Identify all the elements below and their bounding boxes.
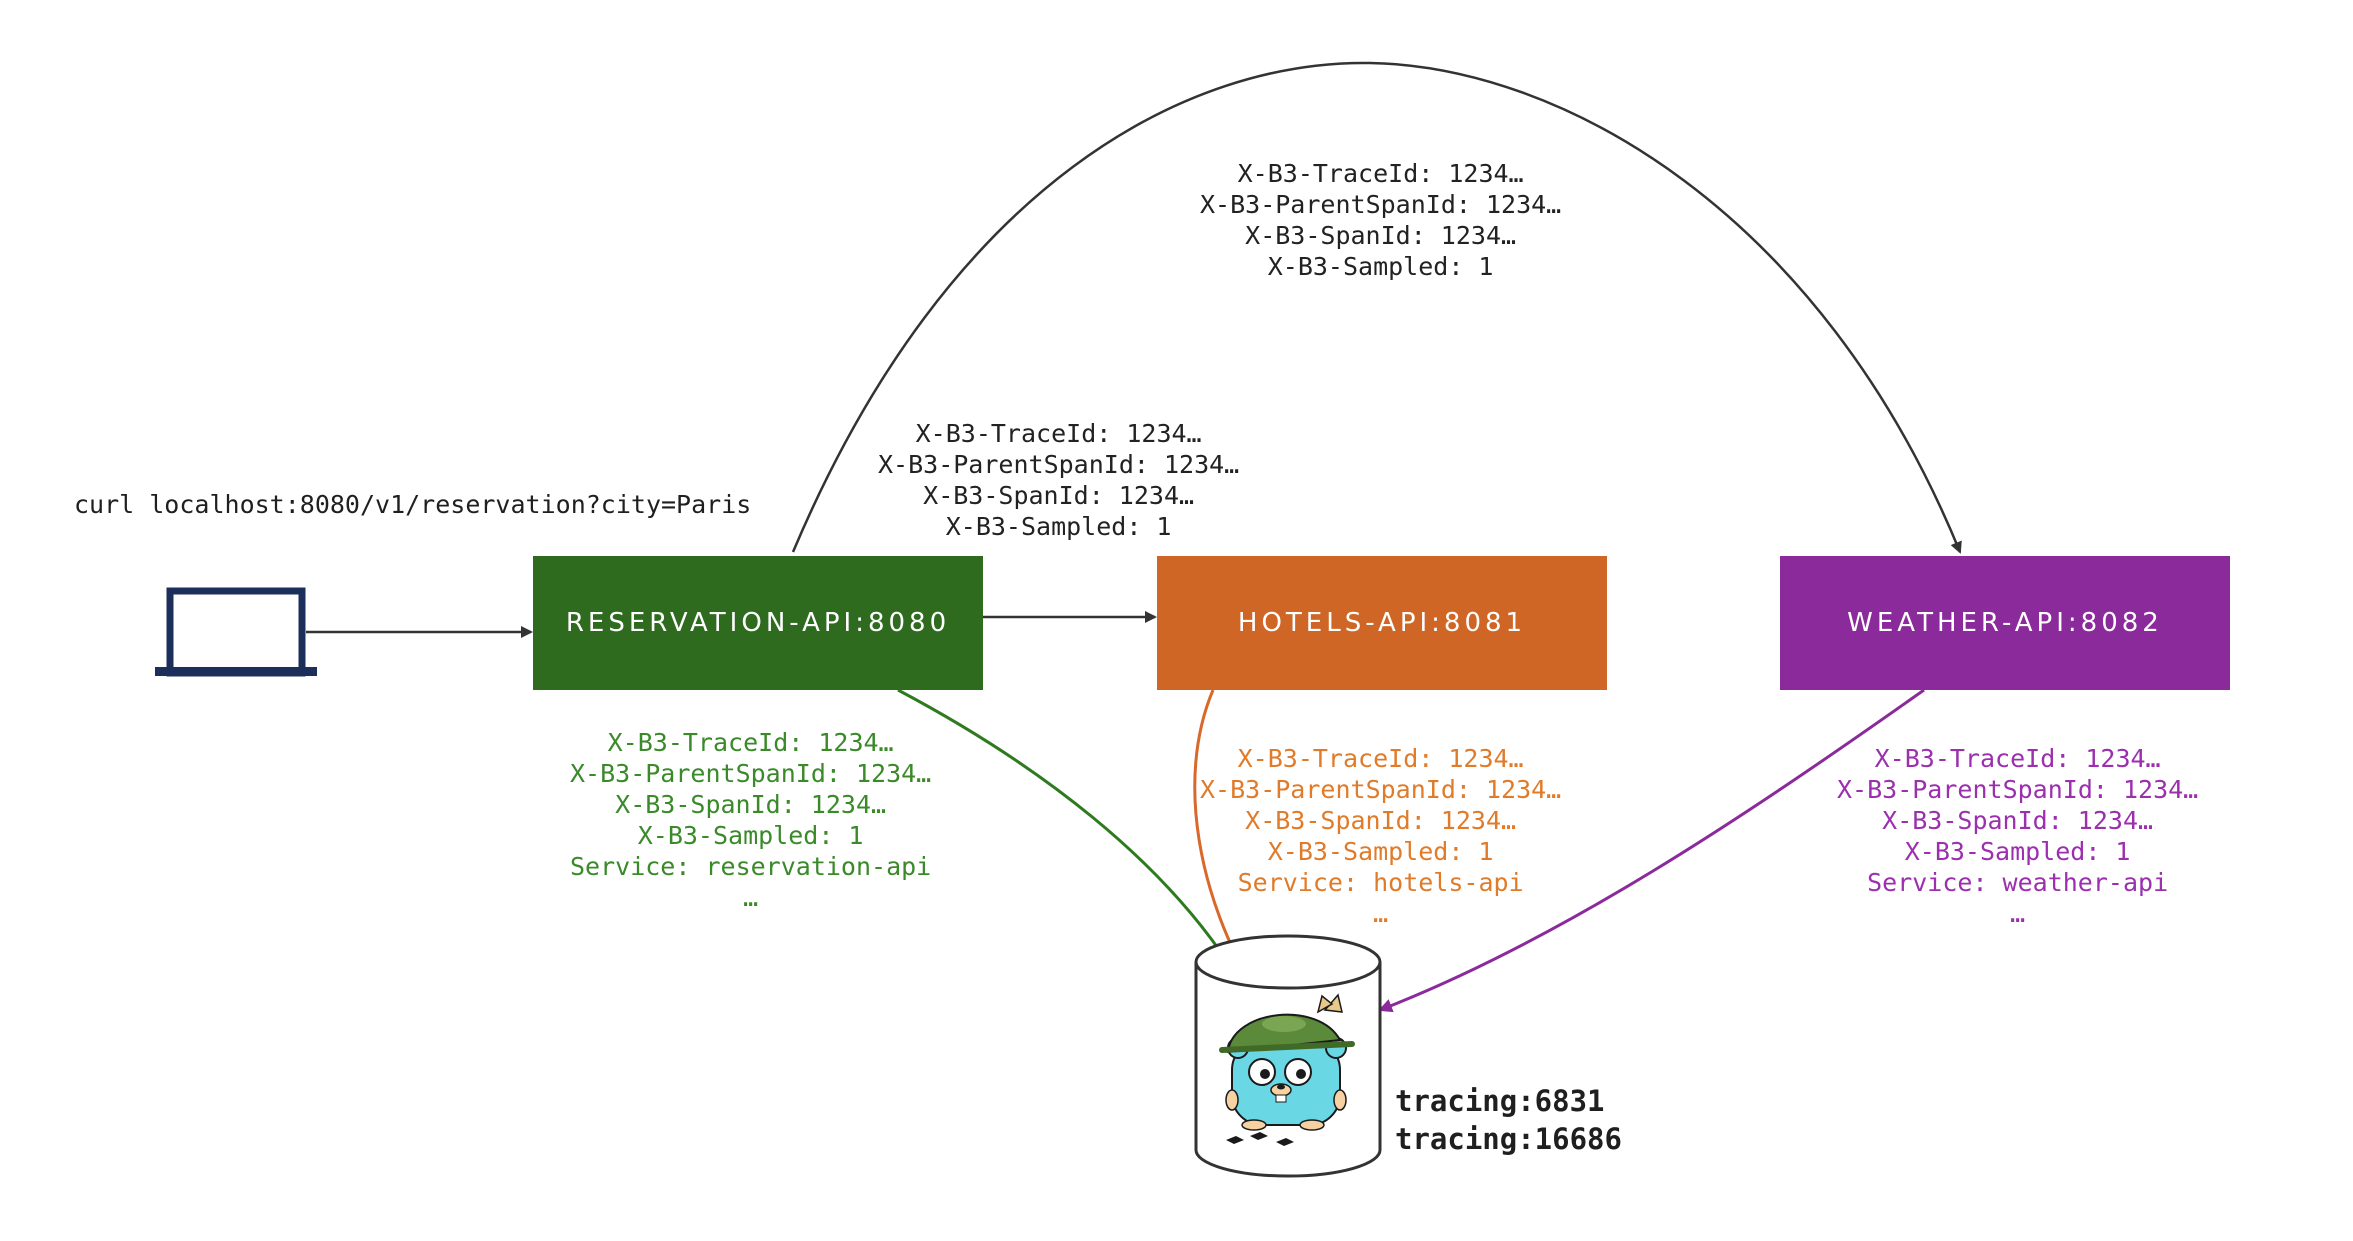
tracing-ports: tracing:6831 tracing:16686 [1395, 1082, 1622, 1158]
reservation-api-box[interactable]: RESERVATION-API:8080 [533, 556, 983, 690]
span-info-reservation: X-B3-TraceId: 1234… X-B3-ParentSpanId: 1… [570, 727, 931, 913]
headers-to-weather: X-B3-TraceId: 1234… X-B3-ParentSpanId: 1… [1200, 158, 1561, 282]
span-trace-id: X-B3-TraceId: 1234… [607, 728, 894, 757]
span-trace-id: X-B3-TraceId: 1234… [1237, 744, 1524, 773]
span-info-hotels: X-B3-TraceId: 1234… X-B3-ParentSpanId: 1… [1200, 743, 1561, 929]
span-service: Service: reservation-api [570, 852, 932, 881]
span-span-id: X-B3-SpanId: 1234… [1245, 806, 1517, 835]
span-service: Service: weather-api [1867, 868, 2169, 897]
header-parent-span-id: X-B3-ParentSpanId: 1234… [1200, 190, 1562, 219]
span-sampled: X-B3-Sampled: 1 [637, 821, 864, 850]
header-span-id: X-B3-SpanId: 1234… [1245, 221, 1517, 250]
hotels-api-box[interactable]: HOTELS-API:8081 [1157, 556, 1607, 690]
span-parent-span-id: X-B3-ParentSpanId: 1234… [1837, 775, 2199, 804]
curl-command: curl localhost:8080/v1/reservation?city=… [74, 490, 752, 519]
hotels-api-label: HOTELS-API:8081 [1237, 608, 1527, 638]
span-sampled: X-B3-Sampled: 1 [1267, 837, 1494, 866]
header-sampled: X-B3-Sampled: 1 [945, 512, 1172, 541]
span-ellipsis: … [743, 883, 759, 912]
tracing-port-agent: tracing:6831 [1395, 1084, 1605, 1118]
weather-api-box[interactable]: WEATHER-API:8082 [1780, 556, 2230, 690]
header-parent-span-id: X-B3-ParentSpanId: 1234… [878, 450, 1240, 479]
span-parent-span-id: X-B3-ParentSpanId: 1234… [1200, 775, 1562, 804]
gopher-mascot-icon [1219, 993, 1355, 1146]
weather-api-label: WEATHER-API:8082 [1847, 608, 2163, 638]
arrow-weather-to-tracing [1378, 688, 1925, 1013]
header-span-id: X-B3-SpanId: 1234… [923, 481, 1195, 510]
laptop-icon [155, 587, 317, 677]
header-trace-id: X-B3-TraceId: 1234… [915, 419, 1202, 448]
arrow-reservation-to-weather [791, 61, 1962, 554]
tracing-port-ui: tracing:16686 [1395, 1122, 1622, 1156]
reservation-api-label: RESERVATION-API:8080 [565, 608, 951, 638]
headers-to-hotels: X-B3-TraceId: 1234… X-B3-ParentSpanId: 1… [878, 418, 1239, 542]
span-ellipsis: … [2010, 899, 2026, 928]
span-ellipsis: … [1373, 899, 1389, 928]
span-parent-span-id: X-B3-ParentSpanId: 1234… [570, 759, 932, 788]
span-info-weather: X-B3-TraceId: 1234… X-B3-ParentSpanId: 1… [1837, 743, 2198, 929]
span-trace-id: X-B3-TraceId: 1234… [1874, 744, 2161, 773]
span-sampled: X-B3-Sampled: 1 [1904, 837, 2131, 866]
arrow-reservation-to-tracing [897, 688, 1247, 992]
header-trace-id: X-B3-TraceId: 1234… [1237, 159, 1524, 188]
span-span-id: X-B3-SpanId: 1234… [1882, 806, 2154, 835]
span-span-id: X-B3-SpanId: 1234… [615, 790, 887, 819]
span-service: Service: hotels-api [1237, 868, 1524, 897]
header-sampled: X-B3-Sampled: 1 [1267, 252, 1494, 281]
